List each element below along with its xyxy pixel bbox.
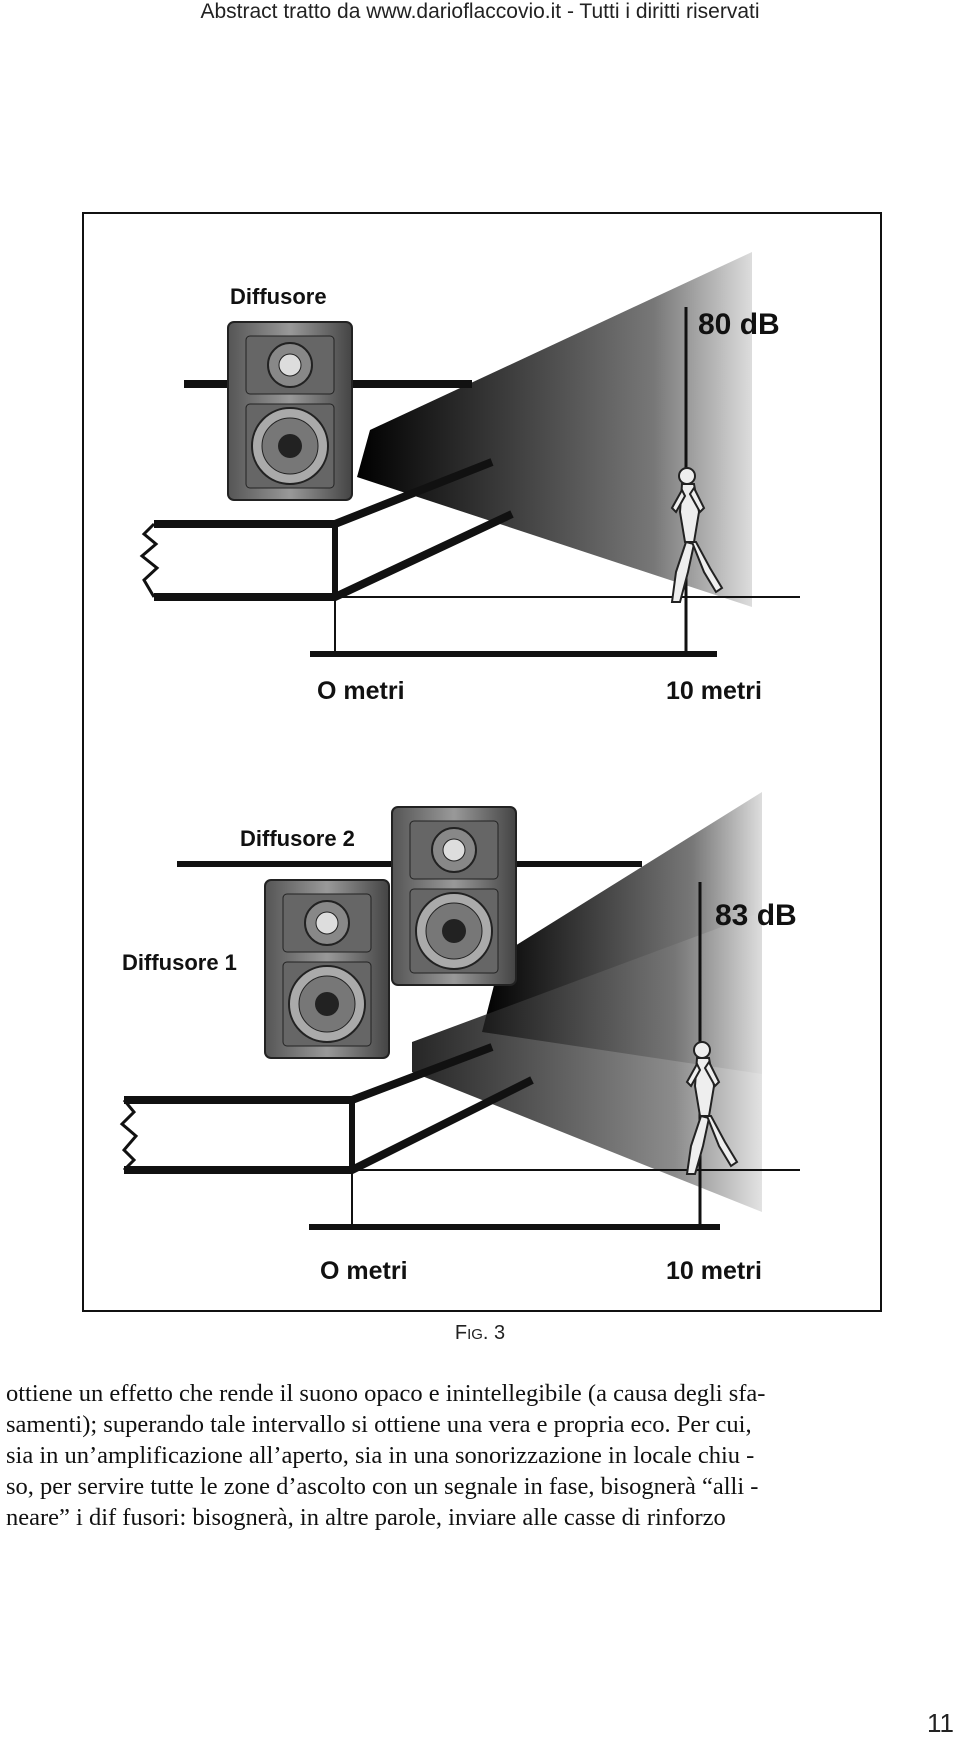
start-distance-label: O metri — [317, 677, 405, 705]
speaker1-label: Diffusore 1 — [122, 950, 237, 975]
break-mark — [119, 1099, 139, 1172]
figure-caption: FIG. 3 — [0, 1322, 960, 1345]
end-distance-label: 10 metri — [666, 677, 762, 705]
page-header: Abstract tratto da www.darioflaccovio.it… — [200, 0, 760, 23]
sound-cone — [357, 252, 752, 607]
end-distance-label: 10 metri — [666, 1257, 762, 1285]
caption-prefix: F — [454, 1322, 468, 1344]
speaker-2 — [391, 806, 517, 986]
paragraph-line: so, per servire tutte le zone d’ascolto … — [6, 1473, 759, 1500]
break-mark — [139, 522, 160, 598]
paragraph-line: sia in un’amplificazione all’aperto, sia… — [6, 1442, 755, 1469]
speaker2-label: Diffusore 2 — [240, 826, 355, 851]
walking-person — [685, 1041, 739, 1175]
speaker-label: Diffusore — [230, 284, 327, 309]
sound-diagram: Diffusore 80 dB O metri 10 metri — [82, 212, 882, 1312]
top-scene: Diffusore 80 dB O metri 10 metri — [139, 252, 800, 705]
paragraph-line: ottiene un effetto che rende il suono op… — [6, 1380, 766, 1407]
sound-cone-lower — [412, 912, 762, 1212]
body-paragraph: ottiene un effetto che rende il suono op… — [6, 1378, 954, 1533]
bottom-scene: Diffusore 2 Diffusore 1 83 dB O metri 10… — [119, 792, 800, 1285]
paragraph-line: samenti); superando tale intervallo si o… — [6, 1411, 752, 1438]
caption-suffix: . 3 — [482, 1322, 506, 1344]
start-distance-label: O metri — [320, 1257, 408, 1285]
page-number: 11 — [927, 1708, 954, 1738]
speaker — [227, 321, 353, 501]
level-label: 80 dB — [698, 308, 780, 341]
walking-person — [670, 467, 724, 603]
paragraph-line: neare” i dif fusori: bisognerà, in altre… — [6, 1504, 726, 1531]
speaker-1 — [264, 879, 390, 1059]
caption-smallcaps: IG — [467, 1326, 483, 1343]
level-label: 83 dB — [715, 899, 797, 932]
